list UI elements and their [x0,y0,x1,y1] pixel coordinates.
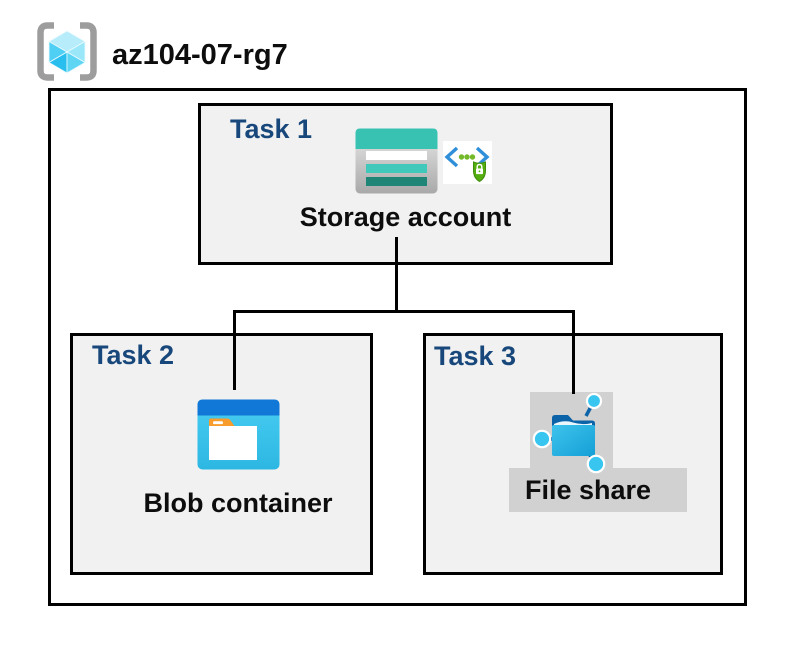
storage-account-icon [355,128,438,194]
blob-container-label: Blob container [143,488,333,518]
file-share-icon [532,392,606,474]
blob-container-icon [197,399,280,470]
task2-box: Task 2 Blob container [70,333,373,575]
connector-to-blob-container [233,310,236,390]
file-share-label: File share [525,475,652,505]
task3-label: Task 3 [434,341,517,371]
resource-group-icon [37,22,97,81]
connector-to-file-share [572,310,575,394]
file-share-icon-background [530,392,613,474]
resource-group-boundary [48,88,747,606]
resource-group-name: az104-07-rg7 [112,39,288,71]
file-share-label-band: File share [509,468,687,512]
connector-storage-stem [395,237,398,313]
storage-account-label: Storage account [299,202,512,232]
task1-box: Task 1 Storage account [198,103,613,265]
secure-endpoint-icon [443,141,492,184]
task2-label: Task 2 [92,340,175,370]
connector-branch-crossbar [233,310,575,313]
task1-label: Task 1 [230,114,313,144]
